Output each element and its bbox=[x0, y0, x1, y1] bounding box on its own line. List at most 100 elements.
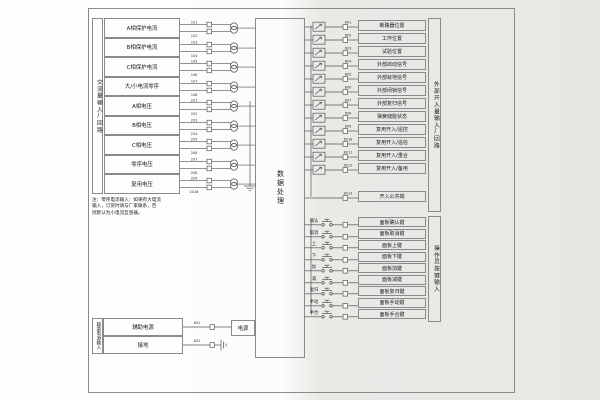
terminal-label: 8X5 bbox=[345, 73, 352, 77]
panel-key-row: 加 面板加键 bbox=[305, 262, 426, 274]
binary-input-row: 8X8 弹簧储能状态 bbox=[305, 110, 426, 123]
terminal-label: 8X8 bbox=[345, 112, 352, 116]
panel-key-label: 面板加键 bbox=[358, 263, 426, 273]
optocoupler-icon bbox=[312, 125, 326, 136]
ac-input-row: A相保护电流 1X1 1X2 bbox=[104, 18, 255, 38]
ct-wiring: 2X7 2X8 bbox=[180, 157, 255, 175]
panel-key-row: 确认 面板确认键 bbox=[305, 216, 426, 228]
ac-input-row: 复用电压 2X9 2X10 bbox=[104, 174, 255, 194]
ct-wiring: 2X5 2X6 bbox=[180, 137, 255, 155]
input-wiring: 8X3 bbox=[305, 47, 358, 58]
panel-key-row: 手动 面板手动键 bbox=[305, 297, 426, 309]
input-wiring: 8X4 bbox=[305, 60, 358, 71]
binary-input-label: 外部闭锁信号 bbox=[358, 85, 426, 96]
binary-input-label: 弹簧储能状态 bbox=[358, 111, 426, 122]
terminal-label: 2X3 bbox=[191, 118, 198, 122]
panel-key-label: 面板上键 bbox=[358, 240, 426, 250]
ct-wiring: 1X7 1X8 bbox=[180, 79, 255, 97]
panel-key-row: 手合 面板手合键 bbox=[305, 308, 426, 320]
binary-input-label: 开入公共端 bbox=[358, 191, 426, 202]
ac-input-row: B相保护电流 1X3 1X4 bbox=[104, 37, 255, 58]
ct-wiring: 1X3 1X4 bbox=[180, 40, 255, 58]
terminal-label: 2X10 bbox=[190, 190, 199, 194]
binary-input-row: 8X6 外部闭锁信号 bbox=[305, 84, 426, 97]
terminal-label: 8X11 bbox=[344, 151, 353, 155]
binary-input-label: 工作位置 bbox=[358, 33, 426, 44]
ac-input-row: 大/小电流零序 1X7 1X8 bbox=[104, 76, 255, 97]
ct-wiring: 2X9 2X10 bbox=[180, 176, 255, 194]
input-wiring: 8X8 bbox=[305, 112, 358, 123]
pushbutton-icon bbox=[321, 253, 333, 261]
terminal-label: 8X10 bbox=[344, 138, 353, 142]
binary-input-row: 8X3 试验位置 bbox=[305, 45, 426, 58]
binary-input-label: 复用开入/遥信 bbox=[358, 137, 426, 148]
power-supply-block: 电源 bbox=[231, 320, 255, 336]
optocoupler-icon bbox=[312, 47, 326, 58]
binary-input-row: 8X12 复用开入/备用 bbox=[305, 162, 426, 175]
terminal-label: 1X6 bbox=[191, 73, 198, 77]
terminal-label: 1X7 bbox=[191, 79, 198, 83]
optocoupler-icon bbox=[312, 34, 326, 45]
key-wiring: 复归 bbox=[305, 286, 358, 297]
ac-input-row: B相电压 2X3 2X4 bbox=[104, 115, 255, 136]
pushbutton-icon bbox=[321, 264, 333, 273]
ac-input-label: C相电压 bbox=[104, 135, 180, 155]
note-line: 输入，订货时请与厂家联系，否 bbox=[92, 204, 157, 210]
ac-input-row: A相电压 2X1 2X2 bbox=[104, 96, 255, 116]
power-input-rows: 辅助电源接地 bbox=[103, 318, 183, 354]
key-wiring: 手动 bbox=[305, 298, 358, 308]
ac-input-group-label-box: 交流量输入/回路 bbox=[92, 18, 103, 194]
optocoupler-icon bbox=[312, 151, 326, 162]
ac-input-label: C相保护电流 bbox=[104, 57, 180, 77]
note-line: 则默认为小电流互感器。 bbox=[92, 210, 143, 216]
terminal-label: 8X6 bbox=[345, 86, 352, 90]
binary-input-row: 8X9 复用开入/遥控 bbox=[305, 123, 426, 136]
ac-input-row: C相电压 2X5 2X6 bbox=[104, 135, 255, 155]
pushbutton-icon bbox=[321, 287, 333, 296]
ct-wiring: 1X5 1X6 bbox=[180, 59, 255, 77]
terminal-label: 2X4 bbox=[191, 132, 198, 136]
terminal-label: 1X3 bbox=[191, 40, 198, 44]
pushbutton-icon bbox=[321, 218, 333, 227]
pushbutton-icon bbox=[321, 299, 333, 307]
pushbutton-icon bbox=[321, 310, 333, 319]
panel-key-label: 面板复归键 bbox=[358, 286, 426, 296]
ac-input-label: 零序电压 bbox=[104, 154, 180, 174]
power-group-label: 辅助电源输入 bbox=[95, 322, 101, 350]
ac-input-label: 大/小电流零序 bbox=[104, 76, 180, 96]
terminal-label: 8X12 bbox=[344, 164, 353, 168]
panel-key-label: 面板下键 bbox=[358, 251, 426, 262]
terminal-label: 8X4 bbox=[345, 60, 352, 64]
panel-key-group-label-box: 操作员按键输入 bbox=[428, 216, 441, 322]
power-group-label-box: 辅助电源输入 bbox=[92, 318, 103, 354]
drawing-frame bbox=[88, 8, 515, 393]
terminal-label: 1X1 bbox=[191, 20, 198, 24]
terminal-label: 6X1 bbox=[194, 321, 201, 325]
panel-key-row: 减 面板减键 bbox=[305, 274, 426, 286]
ct-symbol-icon bbox=[230, 178, 238, 190]
panel-key-row: 上 面板上键 bbox=[305, 239, 426, 251]
ground-icon bbox=[220, 339, 227, 351]
note-text: 注：零序电流输入：如果有大电流输入，订货时请与厂家联系，否则默认为小电流互感器。 bbox=[92, 198, 189, 217]
ct-wiring: 2X1 2X2 bbox=[180, 98, 255, 116]
ac-input-label: B相电压 bbox=[104, 115, 180, 135]
panel-key-label: 面板减键 bbox=[358, 274, 426, 285]
input-wiring: 8X13 bbox=[305, 192, 358, 201]
binary-input-row: 8X5 外部就地信号 bbox=[305, 71, 426, 84]
panel-key-label: 面板取消键 bbox=[358, 228, 426, 239]
ct-symbol-icon bbox=[230, 139, 238, 151]
note-line: 注：零序电流输入：如果有大电流 bbox=[92, 198, 161, 203]
ct-symbol-icon bbox=[230, 22, 238, 34]
power-input-label: 接地 bbox=[103, 336, 183, 354]
optocoupler-icon bbox=[312, 99, 326, 110]
ac-input-label: A相保护电流 bbox=[104, 18, 180, 38]
key-button-name: 确认 bbox=[310, 217, 319, 224]
panel-key-label: 面板手动键 bbox=[358, 297, 426, 308]
optocoupler-icon bbox=[312, 86, 326, 97]
terminal-label: 1X8 bbox=[191, 93, 198, 97]
binary-input-label: 复用开入/重合 bbox=[358, 150, 426, 161]
binary-input-row: 8X4 外部启动信号 bbox=[305, 58, 426, 71]
external-input-group-label: 外部开入量输入/回路 bbox=[432, 80, 439, 150]
key-button-name: 上 bbox=[312, 240, 317, 247]
key-button-name: 加 bbox=[312, 263, 316, 270]
